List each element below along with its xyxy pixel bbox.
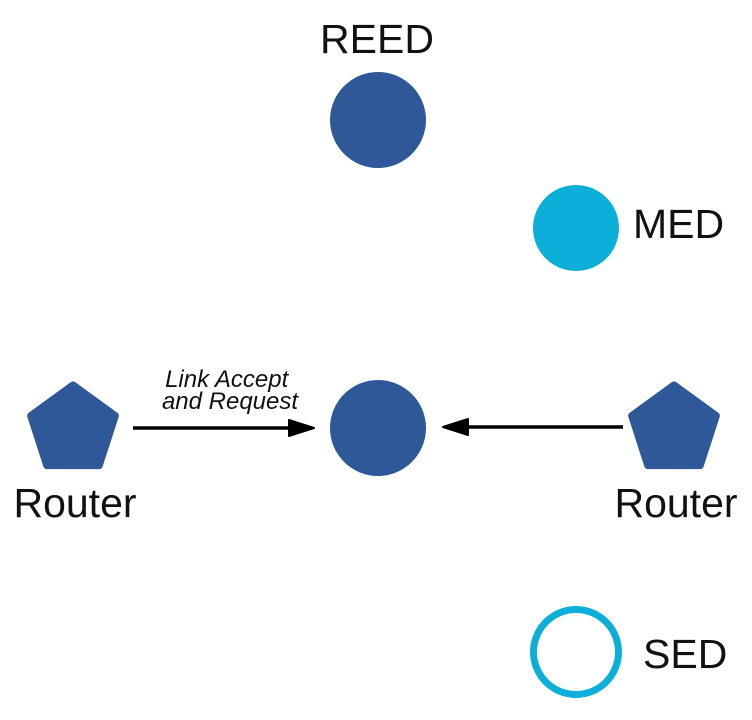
arrow-right-router-to-center — [442, 418, 623, 436]
link-label-line2: and Request — [162, 388, 299, 415]
arrow-left-head — [288, 419, 315, 437]
med-label: MED — [633, 201, 724, 247]
link-accept-request-label: Link Accept and Request — [162, 366, 299, 415]
sed-label: SED — [643, 631, 727, 677]
router-right-label: Router — [614, 480, 737, 526]
sed-node-circle — [530, 606, 622, 698]
center-node-circle — [330, 380, 426, 476]
router-left-pentagon — [27, 381, 119, 470]
arrow-left-router-to-center — [133, 419, 315, 437]
router-right-pentagon — [628, 381, 720, 470]
med-node-circle — [533, 185, 619, 271]
link-label-line1: Link Accept — [165, 366, 290, 393]
arrow-right-head — [442, 418, 469, 436]
reed-label: REED — [320, 16, 434, 62]
router-left-label: Router — [13, 480, 136, 526]
reed-node-circle — [330, 72, 426, 168]
